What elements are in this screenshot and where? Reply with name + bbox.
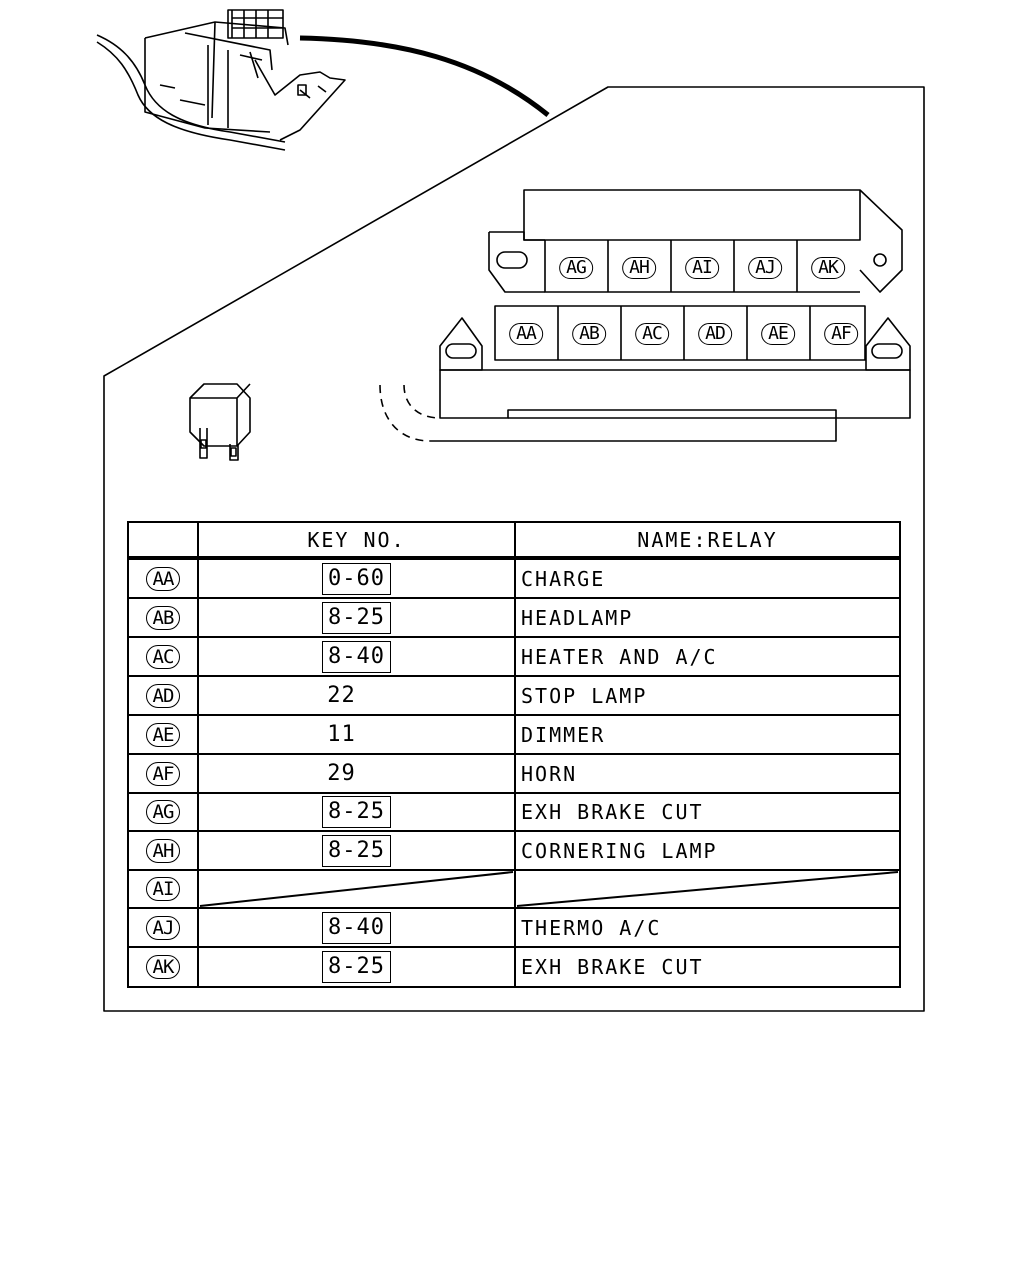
header-name-relay: NAME:RELAY [515, 522, 900, 558]
row-key-no: 22 [327, 683, 356, 708]
row-code: AA [145, 566, 181, 591]
slot-label-ad: AD [698, 323, 732, 345]
table-row: AF 29 HORN [128, 754, 900, 793]
slot-label-ak: AK [811, 257, 845, 279]
location-arrow [299, 35, 550, 117]
row-relay-name: HORN [521, 761, 578, 786]
row-relay-name: CHARGE [521, 566, 606, 591]
header-name-relay-text: NAME:RELAY [637, 528, 778, 552]
slot-label-ai: AI [685, 257, 719, 279]
row-key-no: 8-25 [322, 834, 391, 867]
table-row: AH 8-25 CORNERING LAMP [128, 831, 900, 870]
table-row: AE 11 DIMMER [128, 715, 900, 754]
empty-slot-key-slash [199, 871, 514, 907]
row-code: AG [145, 800, 181, 824]
relay-table: KEY NO. NAME:RELAY AA 0-60 CHARGE AB 8-2… [128, 522, 900, 987]
row-key-no: 0-60 [322, 562, 391, 595]
table-row-empty: AI [128, 870, 900, 908]
inset-panel [103, 86, 925, 1012]
slot-label-ac: AC [635, 323, 669, 345]
row-code: AJ [145, 915, 181, 940]
row-key-no: 11 [327, 722, 356, 747]
slot-label-aa: AA [509, 323, 543, 345]
row-key-no: 8-40 [322, 640, 391, 673]
row-relay-name: HEADLAMP [521, 605, 634, 630]
relay-table-frame [127, 521, 901, 988]
table-row: AB 8-25 HEADLAMP [128, 598, 900, 637]
dashboard-harness-sketch [96, 9, 346, 151]
slot-label-aj: AJ [748, 257, 782, 279]
header-key-no: KEY NO. [198, 522, 515, 558]
row-relay-name: STOP LAMP [521, 683, 648, 708]
row-relay-name: DIMMER [521, 722, 606, 747]
row-code: AK [145, 955, 181, 979]
slot-label-ae: AE [761, 323, 795, 345]
table-row: AD 22 STOP LAMP [128, 676, 900, 715]
header-code [128, 522, 198, 558]
row-key-no: 8-40 [322, 911, 391, 944]
row-code: AB [145, 605, 181, 630]
relay-icon [189, 383, 251, 461]
row-key-no: 8-25 [322, 601, 391, 634]
row-relay-name: EXH BRAKE CUT [521, 800, 704, 824]
row-code: AI [145, 877, 181, 901]
row-relay-name: HEATER AND A/C [521, 644, 718, 669]
row-key-no: 8-25 [322, 951, 391, 983]
table-row: AC 8-40 HEATER AND A/C [128, 637, 900, 676]
row-relay-name: THERMO A/C [521, 915, 662, 940]
row-code: AF [145, 761, 181, 786]
slot-label-ah: AH [622, 257, 656, 279]
row-relay-name: CORNERING LAMP [521, 838, 718, 863]
row-key-no: 29 [327, 761, 356, 786]
header-key-no-text: KEY NO. [307, 528, 406, 552]
row-code: AE [145, 722, 181, 747]
slot-label-ag: AG [559, 257, 593, 279]
table-header-row: KEY NO. NAME:RELAY [128, 522, 900, 558]
slot-label-ab: AB [572, 323, 606, 345]
row-key-no: 8-25 [322, 796, 391, 828]
relay-box-diagram [379, 189, 911, 442]
row-code: AC [145, 644, 181, 669]
row-relay-name: EXH BRAKE CUT [521, 955, 704, 979]
empty-slot-name-slash [516, 871, 899, 907]
slot-label-af: AF [824, 323, 858, 345]
table-row: AK 8-25 EXH BRAKE CUT [128, 947, 900, 987]
table-row: AA 0-60 CHARGE [128, 559, 900, 598]
table-row: AJ 8-40 THERMO A/C [128, 908, 900, 947]
table-row: AG 8-25 EXH BRAKE CUT [128, 793, 900, 831]
row-code: AH [145, 838, 181, 863]
row-code: AD [145, 683, 181, 708]
